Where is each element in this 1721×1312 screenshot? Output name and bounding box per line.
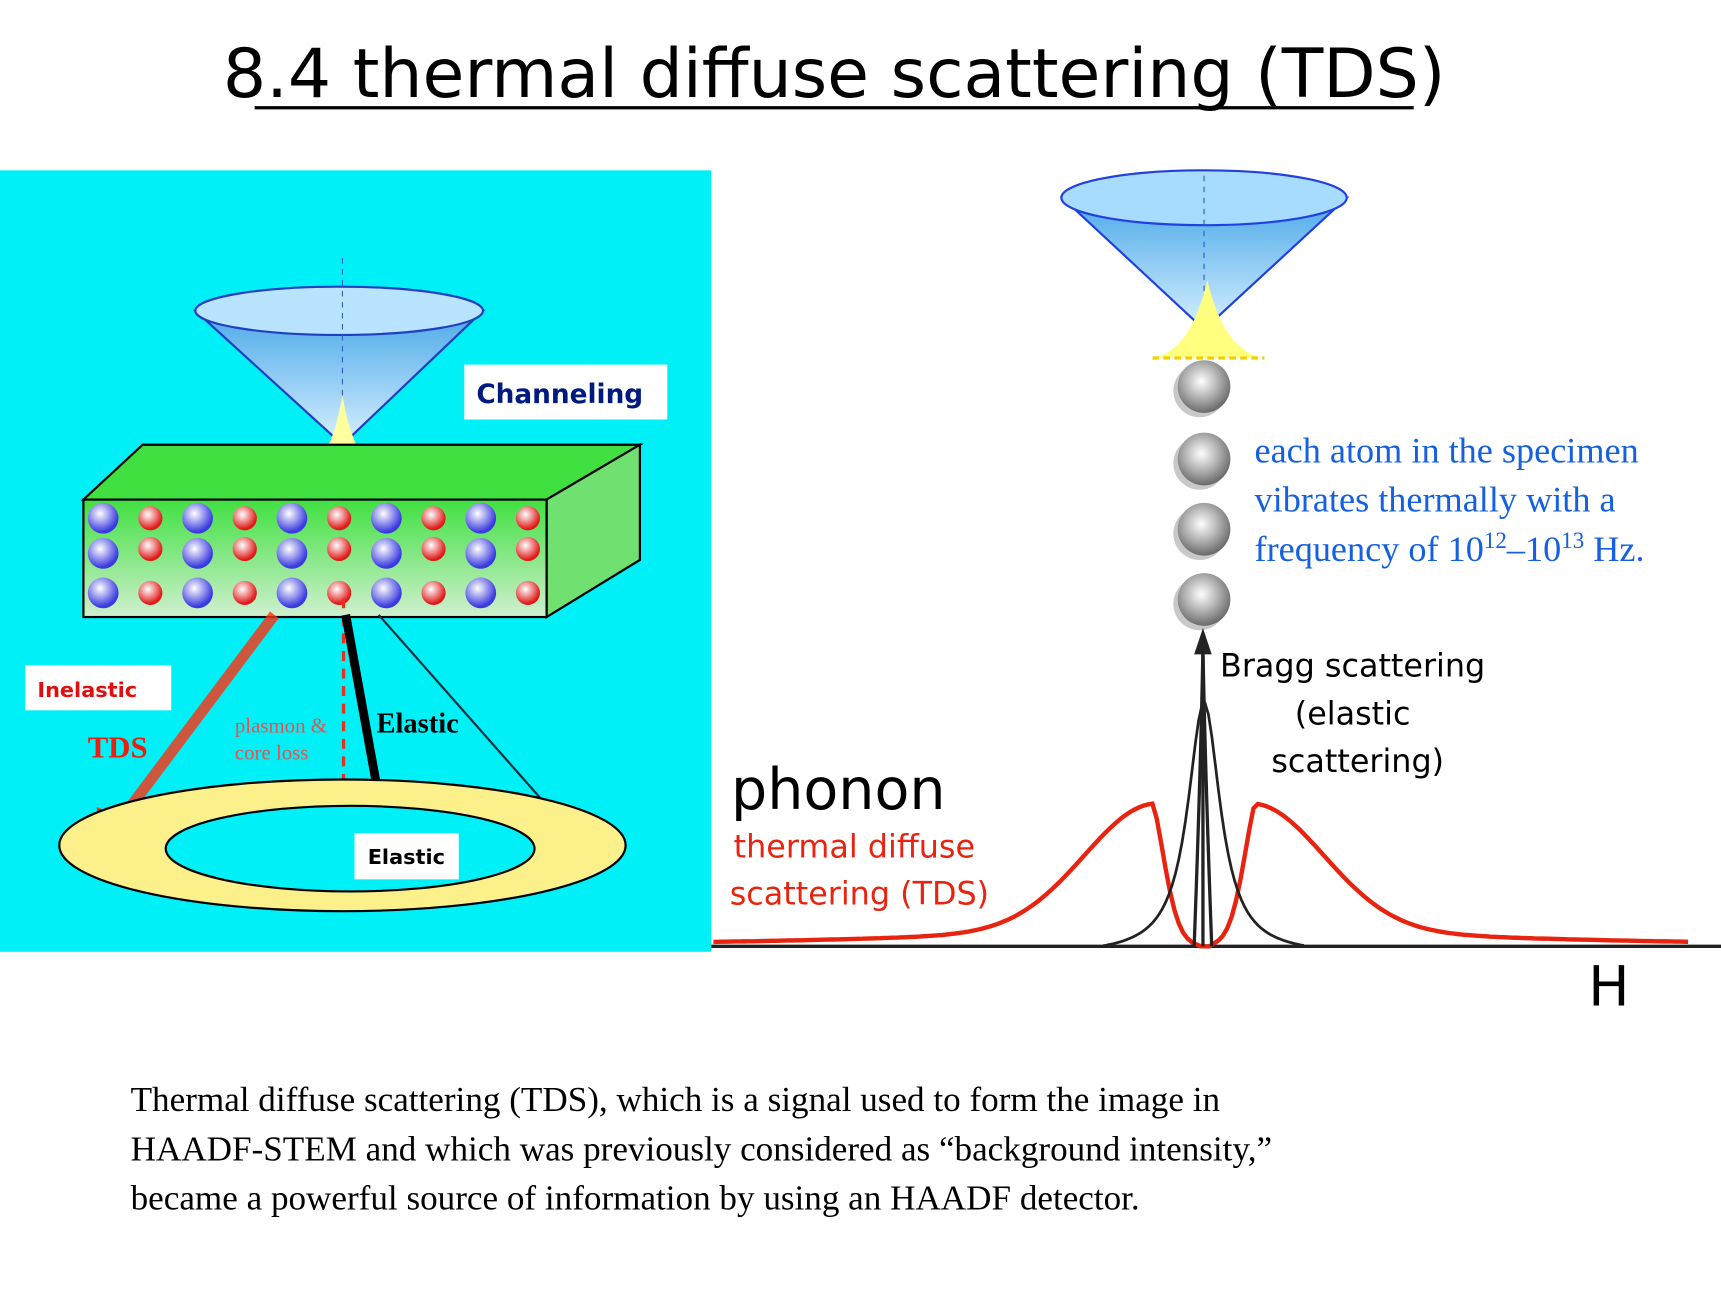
blue-atom xyxy=(182,538,213,569)
bragg-arrowhead xyxy=(1194,628,1212,655)
elastic-box-label: Elastic xyxy=(368,845,445,869)
scattering-diagram: each atom in the specimen vibrates therm… xyxy=(711,169,1721,1019)
elastic-arrow-label: Elastic xyxy=(376,708,458,739)
blue-atom xyxy=(276,577,308,609)
slide-title: 8.4 thermal diffuse scattering (TDS) xyxy=(223,35,1445,114)
blue-atom xyxy=(370,577,402,609)
specimen-atoms xyxy=(87,502,541,609)
blue-atom xyxy=(370,502,402,534)
detector-hole xyxy=(164,804,536,893)
red-atom xyxy=(138,536,163,562)
h-axis-label: H xyxy=(1588,955,1629,1019)
plasmon-label-2: core loss xyxy=(235,741,309,765)
column-atom xyxy=(1177,502,1231,556)
red-atom xyxy=(232,536,257,562)
elastic-beam xyxy=(341,614,382,792)
tds-beam xyxy=(105,611,279,838)
red-atom xyxy=(421,506,446,531)
blue-atom xyxy=(465,538,497,569)
column-atom xyxy=(1177,432,1231,486)
tds-curve xyxy=(713,801,1689,949)
tds-curve-label: thermal diffuse scattering (TDS) xyxy=(730,827,989,912)
red-atom xyxy=(515,536,541,562)
red-atom xyxy=(232,580,257,605)
blue-atom xyxy=(87,502,119,534)
channeling-label: Channeling xyxy=(476,380,643,410)
blue-atom xyxy=(465,502,497,534)
caption: Thermal diffuse scattering (TDS), which … xyxy=(131,1080,1281,1218)
probe-gaussian-right xyxy=(1152,280,1265,359)
atom-vibration-note: each atom in the specimen vibrates therm… xyxy=(1255,430,1648,569)
blue-atom xyxy=(87,538,119,569)
red-atom xyxy=(232,506,257,531)
blue-atom xyxy=(87,577,119,609)
red-atom xyxy=(515,506,541,531)
red-atom xyxy=(138,580,163,605)
column-atom xyxy=(1177,573,1231,626)
phonon-label: phonon xyxy=(731,757,946,823)
tds-label: TDS xyxy=(88,731,148,765)
atom-column xyxy=(1173,360,1231,631)
red-atom xyxy=(327,536,352,562)
blue-atom xyxy=(182,502,213,534)
probe-gaussian xyxy=(296,395,389,473)
probe-cone-top xyxy=(194,285,485,337)
red-atom xyxy=(327,580,352,605)
specimen-top xyxy=(80,443,644,501)
inelastic-label: Inelastic xyxy=(37,678,137,702)
blue-atom xyxy=(465,577,497,609)
red-atom xyxy=(515,580,541,605)
blue-atom xyxy=(276,538,308,569)
red-atom xyxy=(138,506,163,531)
red-atom xyxy=(327,506,352,531)
plasmon-label-1: plasmon & xyxy=(235,713,327,737)
blue-atom xyxy=(276,502,308,534)
red-atom xyxy=(421,536,446,562)
blue-atom xyxy=(182,577,213,609)
red-atom xyxy=(421,580,446,605)
stem-diagram: Channeling Inelastic TDS plasmon & core … xyxy=(0,170,712,952)
column-atom xyxy=(1177,360,1231,413)
blue-atom xyxy=(370,538,402,569)
bragg-label: Bragg scattering (elastic scattering) xyxy=(1220,646,1495,779)
